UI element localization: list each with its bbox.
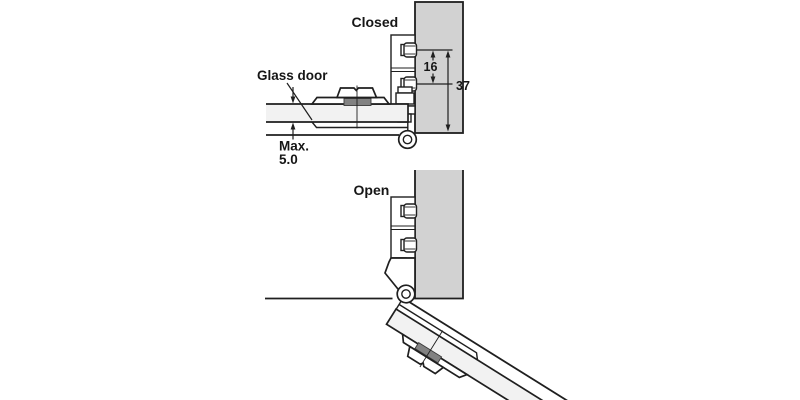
glass-door-label: Glass door [257,68,328,83]
mounting-plate-open [390,196,418,266]
glass-door-closed [266,103,409,123]
dimension-16-label: 16 [424,60,438,74]
cabinet-panel-open [414,170,464,300]
arm-bottom-line [409,301,582,400]
closed-view: 16 37 [257,1,470,167]
open-label: Open [354,182,390,198]
hinge-body-detail [397,86,413,94]
screw-icon [400,42,418,58]
open-view: Open [265,170,582,400]
hinge-pivot-pin [402,134,413,145]
arm-step-line [399,304,479,360]
hinge-arm-closed [266,121,418,150]
clamp-pad [414,341,443,364]
cabinet-panel-closed [414,1,464,134]
hinge-body-detail [395,92,415,105]
hinge-pivot-pin [401,289,411,299]
screw-icon [400,237,418,253]
dimension-37-label: 37 [456,79,470,93]
glass-door-open-group [385,284,582,400]
dimension-screw-spacing: 16 [424,50,438,84]
max-label: Max. [279,139,309,154]
glass-door-leader [286,82,313,121]
centerline [419,330,444,368]
clamp-pad [343,98,372,106]
glass-door-open [385,307,576,400]
closed-label: Closed [352,14,399,30]
max-value-label: 5.0 [279,152,298,167]
screw-icon [400,203,418,219]
dimension-plate-total: 37 [445,50,470,132]
